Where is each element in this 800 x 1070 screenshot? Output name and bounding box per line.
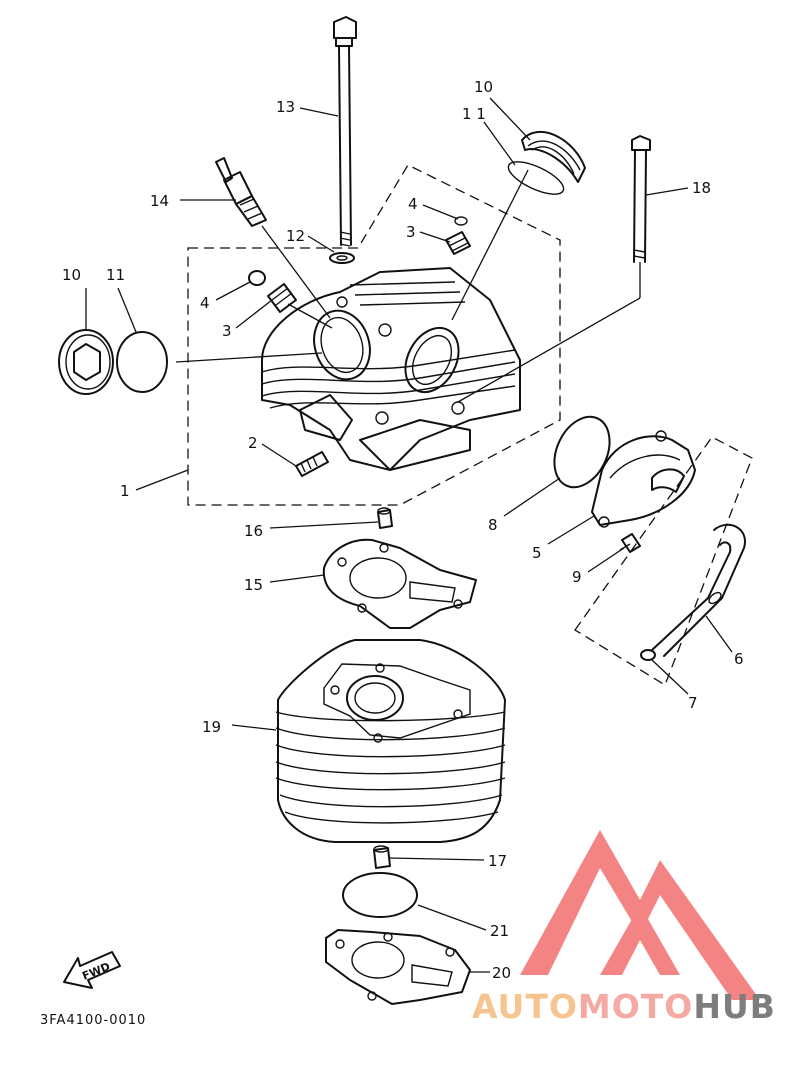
stud-2 xyxy=(295,451,329,477)
callout-10-left: 10 xyxy=(62,266,81,284)
callout-4-right: 4 xyxy=(408,195,418,213)
washer-12 xyxy=(329,252,355,264)
watermark-auto: AUTO xyxy=(472,987,578,1026)
callout-7: 7 xyxy=(688,694,698,712)
callout-1: 1 xyxy=(120,482,130,500)
callout-13: 13 xyxy=(276,98,295,116)
head-gasket-15 xyxy=(322,538,477,629)
clip-4-right xyxy=(454,216,468,226)
callout-15: 15 xyxy=(244,576,263,594)
callout-17: 17 xyxy=(488,852,507,870)
bolt-18 xyxy=(631,135,651,263)
dowel-pin-16 xyxy=(377,507,393,529)
svg-text:AUTOMOTOHUB: AUTOMOTOHUB xyxy=(472,987,776,1026)
dowel-pin-17 xyxy=(373,845,391,869)
watermark-logo xyxy=(520,830,760,1000)
valve-cover-cap-10-left xyxy=(58,329,114,395)
callout-19: 19 xyxy=(202,718,221,736)
callout-14: 14 xyxy=(150,192,169,210)
watermark-text: AUTOMOTOHUB xyxy=(472,987,776,1026)
o-ring-11-top xyxy=(507,161,565,195)
callout-4-left: 4 xyxy=(200,294,210,312)
callout-12: 12 xyxy=(286,227,305,245)
valve-guide-3-left xyxy=(267,283,297,313)
base-gasket-20 xyxy=(325,929,471,1005)
fwd-arrow: FWD xyxy=(63,951,121,989)
leader-lines xyxy=(85,97,733,973)
cylinder-head-1 xyxy=(261,267,521,471)
callout-9: 9 xyxy=(572,568,582,586)
breather-assembly-boundary xyxy=(574,436,753,686)
callout-labels: 13 10 1 1 14 18 4 3 12 10 11 4 3 2 1 8 5… xyxy=(62,78,744,982)
callout-18: 18 xyxy=(692,179,711,197)
callout-5: 5 xyxy=(532,544,542,562)
watermark-hub: HUB xyxy=(693,987,776,1026)
diagram-code: 3FA4100-0010 xyxy=(40,1013,146,1028)
callout-11-top: 1 1 xyxy=(462,105,486,123)
callout-10-top: 10 xyxy=(474,78,493,96)
breather-hose-6 xyxy=(651,523,746,657)
stud-bolt-13 xyxy=(333,16,357,247)
o-ring-11-left xyxy=(116,331,168,393)
o-ring-21 xyxy=(342,872,418,918)
valve-cover-cap-10-top xyxy=(521,130,586,183)
breather-cover-5 xyxy=(591,430,696,528)
callout-3-left: 3 xyxy=(222,322,232,340)
valve-guide-3-right xyxy=(445,231,471,255)
callout-8: 8 xyxy=(488,516,498,534)
callout-16: 16 xyxy=(244,522,263,540)
callout-6: 6 xyxy=(734,650,744,668)
clamp-7 xyxy=(640,649,656,661)
callout-11-left: 11 xyxy=(106,266,125,284)
cylinder-19 xyxy=(275,639,506,843)
spark-plug-14 xyxy=(215,157,267,227)
callout-2: 2 xyxy=(248,434,258,452)
clip-4-left xyxy=(248,270,266,286)
watermark-triangle-icon xyxy=(520,830,760,1000)
o-ring-8 xyxy=(553,415,611,489)
watermark-moto: MOTO xyxy=(578,987,693,1026)
callout-21: 21 xyxy=(490,922,509,940)
callout-3-right: 3 xyxy=(406,223,416,241)
callout-20: 20 xyxy=(492,964,511,982)
